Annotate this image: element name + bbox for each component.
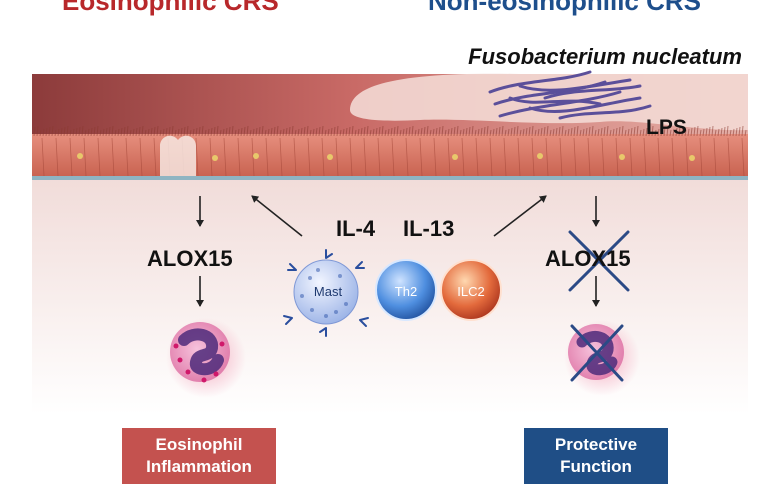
- il4-label: IL-4: [336, 216, 376, 241]
- arrows: [196, 195, 600, 307]
- il13-label: IL-13: [403, 216, 455, 241]
- th2-cell: [375, 259, 437, 321]
- bacteria-label: Fusobacterium nucleatum: [468, 44, 742, 69]
- ilc2-cell: [440, 259, 502, 321]
- protective-function-box: Protective Function: [524, 428, 668, 484]
- fusobacterium-rods: [488, 70, 652, 120]
- epithelial-nuclei: [77, 153, 695, 161]
- alox15-right-label: ALOX15: [545, 246, 631, 271]
- diagram-canvas: [32, 70, 748, 414]
- outcome-left-line1: Eosinophil: [155, 435, 243, 454]
- lps-label: LPS: [646, 116, 687, 139]
- header-eosinophilic: Eosinophilic CRS: [62, 0, 279, 16]
- header-non-eosinophilic: Non-eosinophilic CRS: [428, 0, 701, 16]
- mast-cell: [283, 249, 369, 337]
- outcome-right-line2: Function: [560, 457, 632, 476]
- basement-membrane: [32, 176, 748, 180]
- eosinophil-inflammation-box: Eosinophil Inflammation: [122, 428, 276, 484]
- cilia: [33, 125, 747, 137]
- mast-cell-label: Mast: [313, 284, 343, 299]
- goblet-cell: [160, 135, 196, 176]
- cross-marks: [568, 230, 630, 382]
- th2-cell-label: Th2: [394, 284, 418, 299]
- outcome-right-line1: Protective: [554, 435, 638, 454]
- ilc2-cell-label: ILC2: [457, 284, 485, 299]
- eosinophil-left: [166, 318, 246, 398]
- epithelial-cell-borders: [41, 137, 745, 177]
- epithelium: [32, 134, 748, 178]
- outcome-left-line2: Inflammation: [146, 457, 252, 476]
- alox15-left-label: ALOX15: [147, 246, 233, 271]
